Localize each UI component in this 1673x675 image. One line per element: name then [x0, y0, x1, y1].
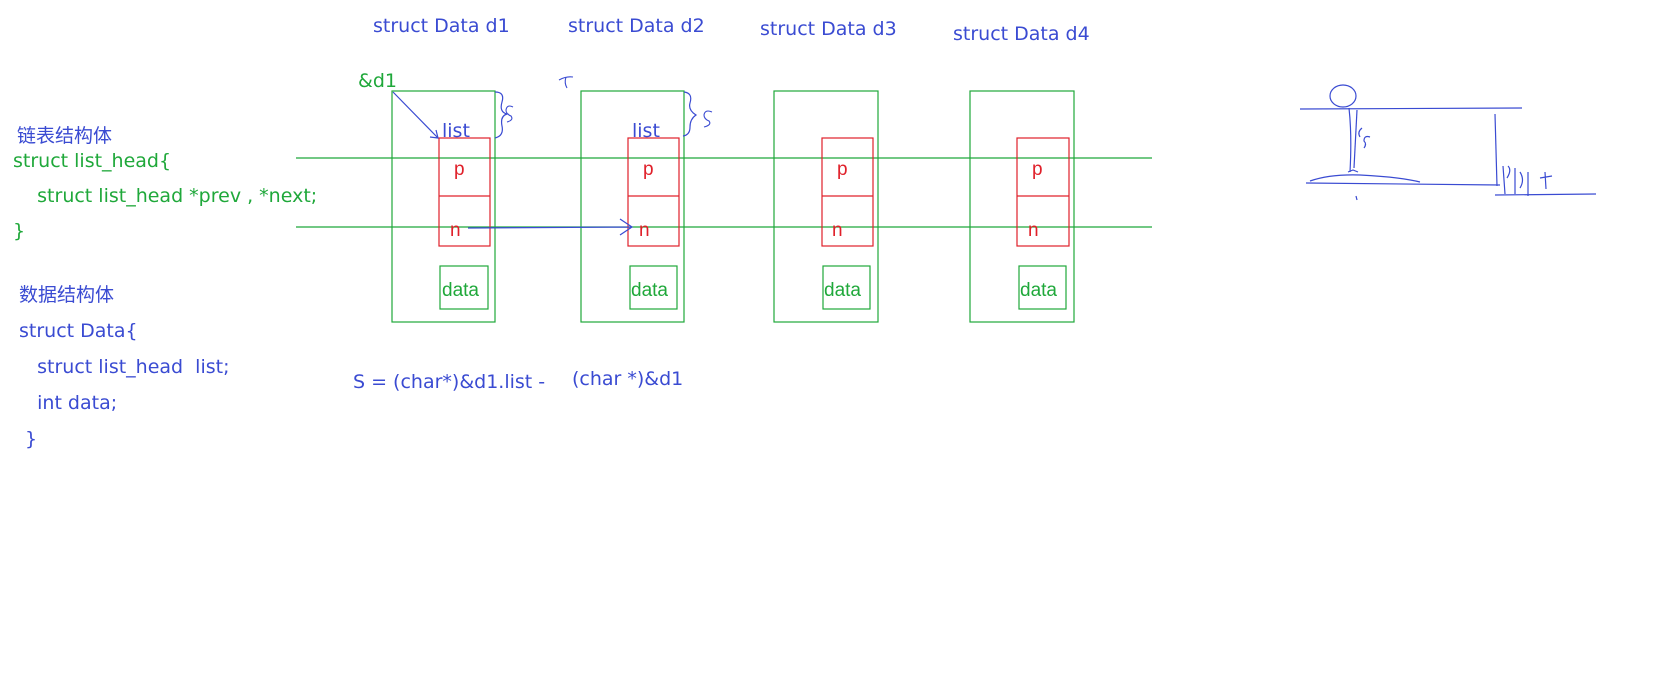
list-head-code-line-3: }: [13, 220, 26, 242]
node-d2: [580, 90, 685, 323]
data-struct-heading: 数据结构体: [19, 284, 115, 306]
node-d4-prev-label: p: [1032, 159, 1043, 180]
node-d3-next-label: n: [832, 220, 843, 241]
node-d1-list-box: [438, 137, 491, 247]
offset-brace-d1: [494, 91, 510, 139]
node-d1-data-label: data: [442, 280, 479, 301]
node-d4-outline: [969, 90, 1075, 323]
list-head-code-line-1: struct list_head{: [13, 150, 172, 172]
node-d2-data-box: [629, 265, 678, 310]
node-d2-next-label: n: [639, 220, 650, 241]
data-struct-code-line-1: struct Data{: [19, 320, 138, 342]
offset-sketch: [1299, 84, 1597, 201]
offset-brace-d2: [682, 91, 698, 137]
node-d4-next-label: n: [1028, 220, 1039, 241]
sketch-head-circle: [1329, 84, 1357, 108]
node-d2-outline: [580, 90, 685, 323]
node-d2-data-label: data: [631, 280, 668, 301]
node-d4-list-box: [1016, 137, 1070, 247]
node-d3-prev-label: p: [837, 159, 848, 180]
node-d1-prev-label: p: [454, 159, 465, 180]
list-label-d2: list: [632, 120, 660, 142]
node-d3-data-box: [822, 265, 871, 310]
node-d1-outline: [391, 90, 496, 323]
node-d3-data-label: data: [824, 280, 861, 301]
data-struct-code-line-4: }: [19, 428, 38, 450]
data-struct-code-line-2: struct list_head list;: [19, 356, 230, 378]
d1-address-label: &d1: [358, 70, 397, 92]
node-d4-data-box: [1018, 265, 1067, 310]
node-title-d1: struct Data d1: [373, 15, 510, 37]
list-head-heading: 链表结构体: [17, 125, 113, 147]
node-title-d4: struct Data d4: [953, 23, 1090, 45]
node-d1: [391, 90, 496, 323]
node-d4-data-label: data: [1020, 280, 1057, 301]
node-d2-prev-label: p: [643, 159, 654, 180]
list-head-code-line-2: struct list_head *prev , *next;: [13, 185, 318, 207]
node-d3: [773, 90, 879, 323]
list-label-d1: list: [442, 120, 470, 142]
offset-brace-d1-s: [505, 105, 514, 123]
data-struct-code-line-3: int data;: [19, 392, 118, 414]
offset-brace-d2-s: [703, 110, 713, 128]
node-d1-next-label: n: [450, 220, 461, 241]
node-d3-list-box: [821, 137, 874, 247]
node-d1-data-box: [439, 265, 489, 310]
node-d4: [969, 90, 1075, 323]
next-pointer-arrow: [467, 218, 634, 236]
node-d2-list-box: [627, 137, 680, 247]
node-title-d2: struct Data d2: [568, 15, 705, 37]
node-d3-outline: [773, 90, 879, 323]
d1-pointer-arrow: [392, 91, 439, 139]
node-title-d3: struct Data d3: [760, 18, 897, 40]
stray-mark: [558, 76, 574, 89]
offset-formula-right: (char *)&d1: [572, 368, 684, 390]
offset-formula-left: S = (char*)&d1.list -: [353, 371, 546, 393]
